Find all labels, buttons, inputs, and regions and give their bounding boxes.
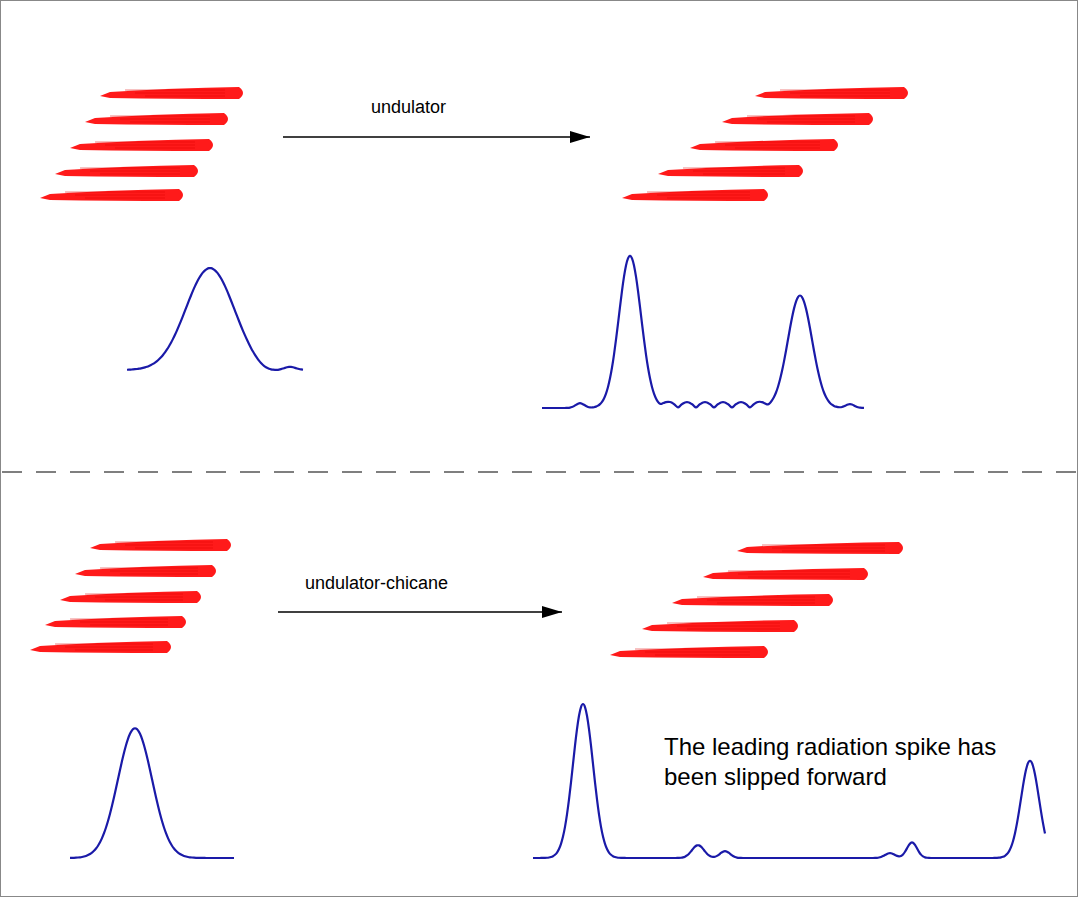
beam-texture [80, 622, 168, 623]
beam-texture [780, 90, 890, 91]
process-arrow [278, 611, 562, 613]
beam-texture [667, 623, 780, 624]
beam-texture [677, 626, 780, 627]
beam-slice [75, 565, 216, 577]
beam-slice [30, 641, 171, 653]
beam-slice [737, 542, 903, 554]
beam-texture [728, 571, 850, 572]
power-profile [542, 256, 864, 408]
beam-texture [135, 548, 213, 549]
beam-texture [725, 145, 820, 146]
beam-texture [80, 168, 180, 169]
beam-texture [135, 93, 225, 94]
beam-slice [85, 113, 228, 125]
beam-texture [120, 574, 198, 575]
beam-texture [115, 542, 213, 543]
beam-slice [755, 87, 908, 99]
beam-texture [115, 148, 195, 149]
beam-texture [125, 545, 213, 546]
beam-texture [95, 597, 183, 598]
beam-texture [125, 90, 225, 91]
beam-slice [690, 139, 838, 151]
beam-texture [717, 603, 815, 604]
beam-texture [90, 625, 168, 626]
beam-texture [782, 551, 885, 552]
beam-texture [65, 192, 165, 193]
beam-texture [85, 594, 183, 595]
beam-texture [100, 568, 198, 569]
beam-slice [100, 87, 243, 99]
beam-texture [715, 142, 820, 143]
beam-texture [55, 644, 153, 645]
beam-texture [95, 142, 195, 143]
beam-texture [748, 577, 850, 578]
divider [2, 471, 1076, 473]
beam-slice [90, 539, 231, 551]
beam-texture [110, 116, 210, 117]
beam-slice [70, 139, 213, 151]
beam-slice [658, 165, 803, 177]
beam-texture [105, 600, 183, 601]
beam-texture [70, 619, 168, 620]
beam-texture [120, 119, 210, 120]
beam-slice [610, 646, 768, 658]
beam-texture [757, 119, 855, 120]
beam-texture [683, 168, 785, 169]
beam-texture [762, 545, 885, 546]
process-label: undulator [371, 96, 446, 119]
beam-texture [693, 171, 785, 172]
beam-texture [645, 652, 750, 653]
beam-texture [110, 571, 198, 572]
beam-texture [738, 574, 850, 575]
beam-slice [40, 189, 183, 201]
beam-texture [100, 174, 180, 175]
beam-texture [707, 600, 815, 601]
beam-texture [790, 93, 890, 94]
beam-texture [90, 171, 180, 172]
beam-texture [687, 629, 780, 630]
power-profile [127, 268, 303, 370]
process-arrow [283, 136, 590, 138]
beam-slice [642, 620, 798, 632]
beam-texture [655, 655, 750, 656]
annotation-note: The leading radiation spike has been sli… [664, 732, 1002, 792]
beam-texture [767, 122, 855, 123]
beam-texture [735, 148, 820, 149]
beam-slice [622, 189, 768, 201]
beam-texture [75, 650, 153, 651]
beam-texture [85, 198, 165, 199]
power-profile [533, 704, 1045, 858]
beam-slice [703, 568, 868, 580]
beam-texture [145, 96, 225, 97]
beam-texture [657, 195, 750, 196]
beam-slice [722, 113, 873, 125]
beam-texture [130, 122, 210, 123]
beam-texture [772, 548, 885, 549]
power-profile [70, 728, 234, 858]
process-label: undulator-chicane [305, 572, 448, 595]
beam-texture [697, 597, 815, 598]
beam-texture [635, 649, 750, 650]
beam-texture [647, 192, 750, 193]
beam-slice [55, 165, 198, 177]
beam-texture [703, 174, 785, 175]
beam-texture [800, 96, 890, 97]
beam-texture [65, 647, 153, 648]
beam-texture [667, 198, 750, 199]
beam-texture [105, 145, 195, 146]
beam-slice [672, 594, 833, 606]
beam-slice [60, 591, 201, 603]
beam-texture [747, 116, 855, 117]
beam-texture [75, 195, 165, 196]
beam-slice [45, 616, 186, 628]
